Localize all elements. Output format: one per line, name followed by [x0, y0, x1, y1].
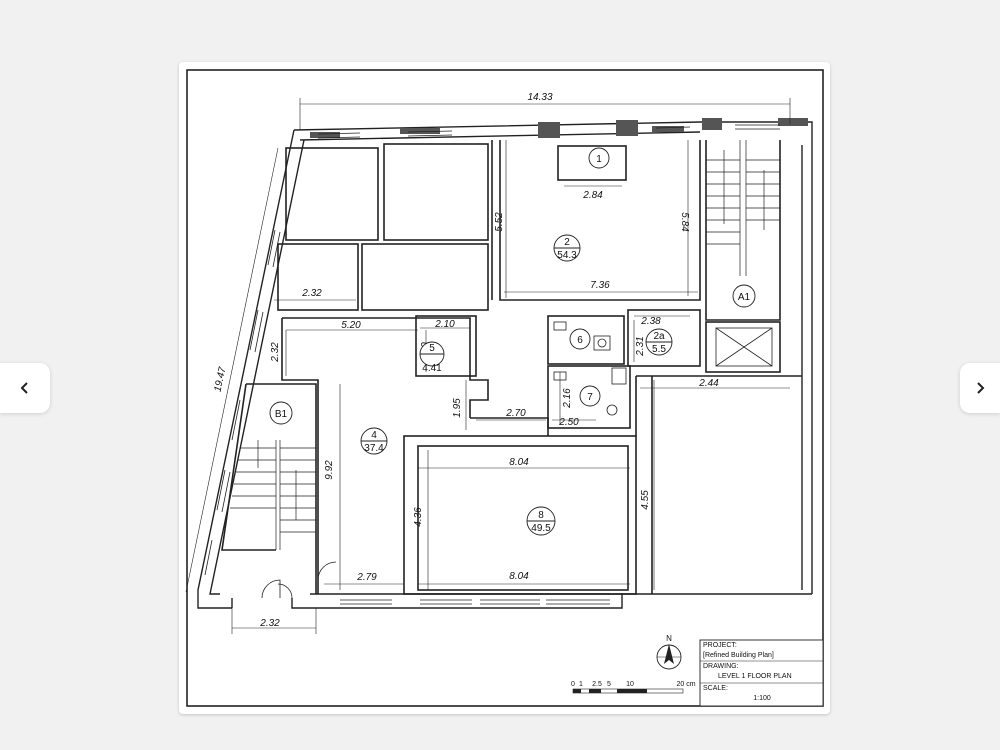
- stair-a1-tag: A1: [738, 292, 751, 303]
- scale-tick-4: 10: [626, 681, 634, 688]
- room-tag-labels: 1 2 54.3 2a 5.5 4 37.4 5 4.41 6 7 8 49.5…: [275, 154, 751, 534]
- room-1-tag: 1: [596, 154, 602, 165]
- dim-lobby-depth: 1.95: [452, 398, 463, 418]
- north-arrow-icon: N: [656, 634, 682, 670]
- wall-infill: [310, 118, 808, 138]
- project-value: [Refined Building Plan]: [703, 652, 774, 659]
- drawing-value: LEVEL 1 FLOOR PLAN: [718, 673, 792, 680]
- sanitary-fixtures: [553, 321, 627, 416]
- dimension-labels: 14.33 2.84 5.52 5.84 7.36 2.32 5.20 2.10…: [213, 92, 720, 629]
- dim-room4-depth: 9.92: [324, 460, 335, 480]
- dim-overall-width: 14.33: [527, 92, 552, 103]
- svg-text:N: N: [666, 634, 672, 643]
- image-viewer-card: 14.33 2.84 5.52 5.84 7.36 2.32 5.20 2.10…: [179, 62, 830, 714]
- stair-b1-tag: B1: [275, 409, 288, 420]
- title-block: PROJECT: [Refined Building Plan] DRAWING…: [699, 639, 824, 707]
- stair-a1: [706, 140, 780, 276]
- scale-tick-1: 1: [579, 681, 583, 688]
- scale-tick-2: 2.5: [592, 681, 602, 688]
- room-8-tag: 8: [538, 510, 544, 521]
- dim-entry-width: 2.79: [356, 572, 377, 583]
- dim-corridor-width: 5.20: [341, 320, 361, 331]
- scale-bar: 0 1 2.5 5 10 20 cm: [571, 681, 696, 694]
- stair-b1: [230, 440, 316, 550]
- dim-room2-depth-right: 5.84: [679, 212, 690, 232]
- previous-image-button[interactable]: [0, 363, 50, 413]
- scale-tick-3: 5: [607, 681, 611, 688]
- dim-entry-step: 2.32: [259, 618, 280, 629]
- dim-room2a-width: 2.38: [640, 316, 661, 327]
- floor-plan-drawing: 14.33 2.84 5.52 5.84 7.36 2.32 5.20 2.10…: [185, 69, 824, 707]
- room-2a-area: 5.5: [652, 344, 666, 355]
- room-5-tag: 5: [429, 343, 435, 354]
- windows: [204, 124, 780, 605]
- dimension-lines: [185, 98, 791, 634]
- dim-left-wing-depth: 2.32: [270, 342, 281, 363]
- next-image-button[interactable]: [960, 363, 1000, 413]
- scale-value: 1:100: [753, 695, 771, 702]
- chevron-left-icon: [20, 382, 28, 394]
- room-6-tag: 6: [577, 335, 583, 346]
- dim-room8-width-bottom: 8.04: [509, 571, 529, 582]
- entrance-door: [261, 561, 337, 599]
- scale-tick-0: 0: [571, 681, 575, 688]
- dim-wc5-width: 2.10: [434, 319, 455, 330]
- lift-icon: [715, 327, 773, 367]
- room-2a-tag: 2a: [653, 331, 665, 342]
- chevron-right-icon: [977, 382, 985, 394]
- room-4-area: 37.4: [364, 443, 384, 454]
- room-2-area: 54.3: [557, 250, 577, 261]
- scale-label: SCALE:: [703, 685, 728, 692]
- interior-walls: [221, 140, 802, 595]
- room-5-area: 4.41: [422, 363, 442, 374]
- dim-side-length: 19.47: [213, 366, 229, 393]
- room-7-tag: 7: [587, 392, 593, 403]
- dim-room2-depth: 5.52: [494, 212, 505, 232]
- dim-small-room-width: 2.32: [301, 288, 322, 299]
- room-8-area: 49.5: [531, 523, 551, 534]
- scale-tick-5: 20 cm: [676, 681, 695, 688]
- dim-room8-width-top: 8.04: [509, 457, 529, 468]
- dim-room2-width: 7.36: [590, 280, 610, 291]
- room-tags: [269, 147, 756, 536]
- dim-bay-width: 2.84: [582, 190, 603, 201]
- drawing-label: DRAWING:: [703, 663, 739, 670]
- dim-right-bay-width: 2.44: [698, 378, 719, 389]
- project-label: PROJECT:: [703, 642, 737, 649]
- dim-room2a-depth: 2.31: [635, 336, 646, 356]
- room-2-tag: 2: [564, 237, 570, 248]
- room-4-tag: 4: [371, 430, 377, 441]
- dim-lobby-width: 2.70: [505, 408, 526, 419]
- dim-room8-depth: 4.36: [413, 507, 424, 527]
- dim-wc7-depth: 2.16: [562, 388, 573, 409]
- dim-right-depth: 4.55: [640, 490, 651, 510]
- dim-wc7-width: 2.50: [558, 417, 579, 428]
